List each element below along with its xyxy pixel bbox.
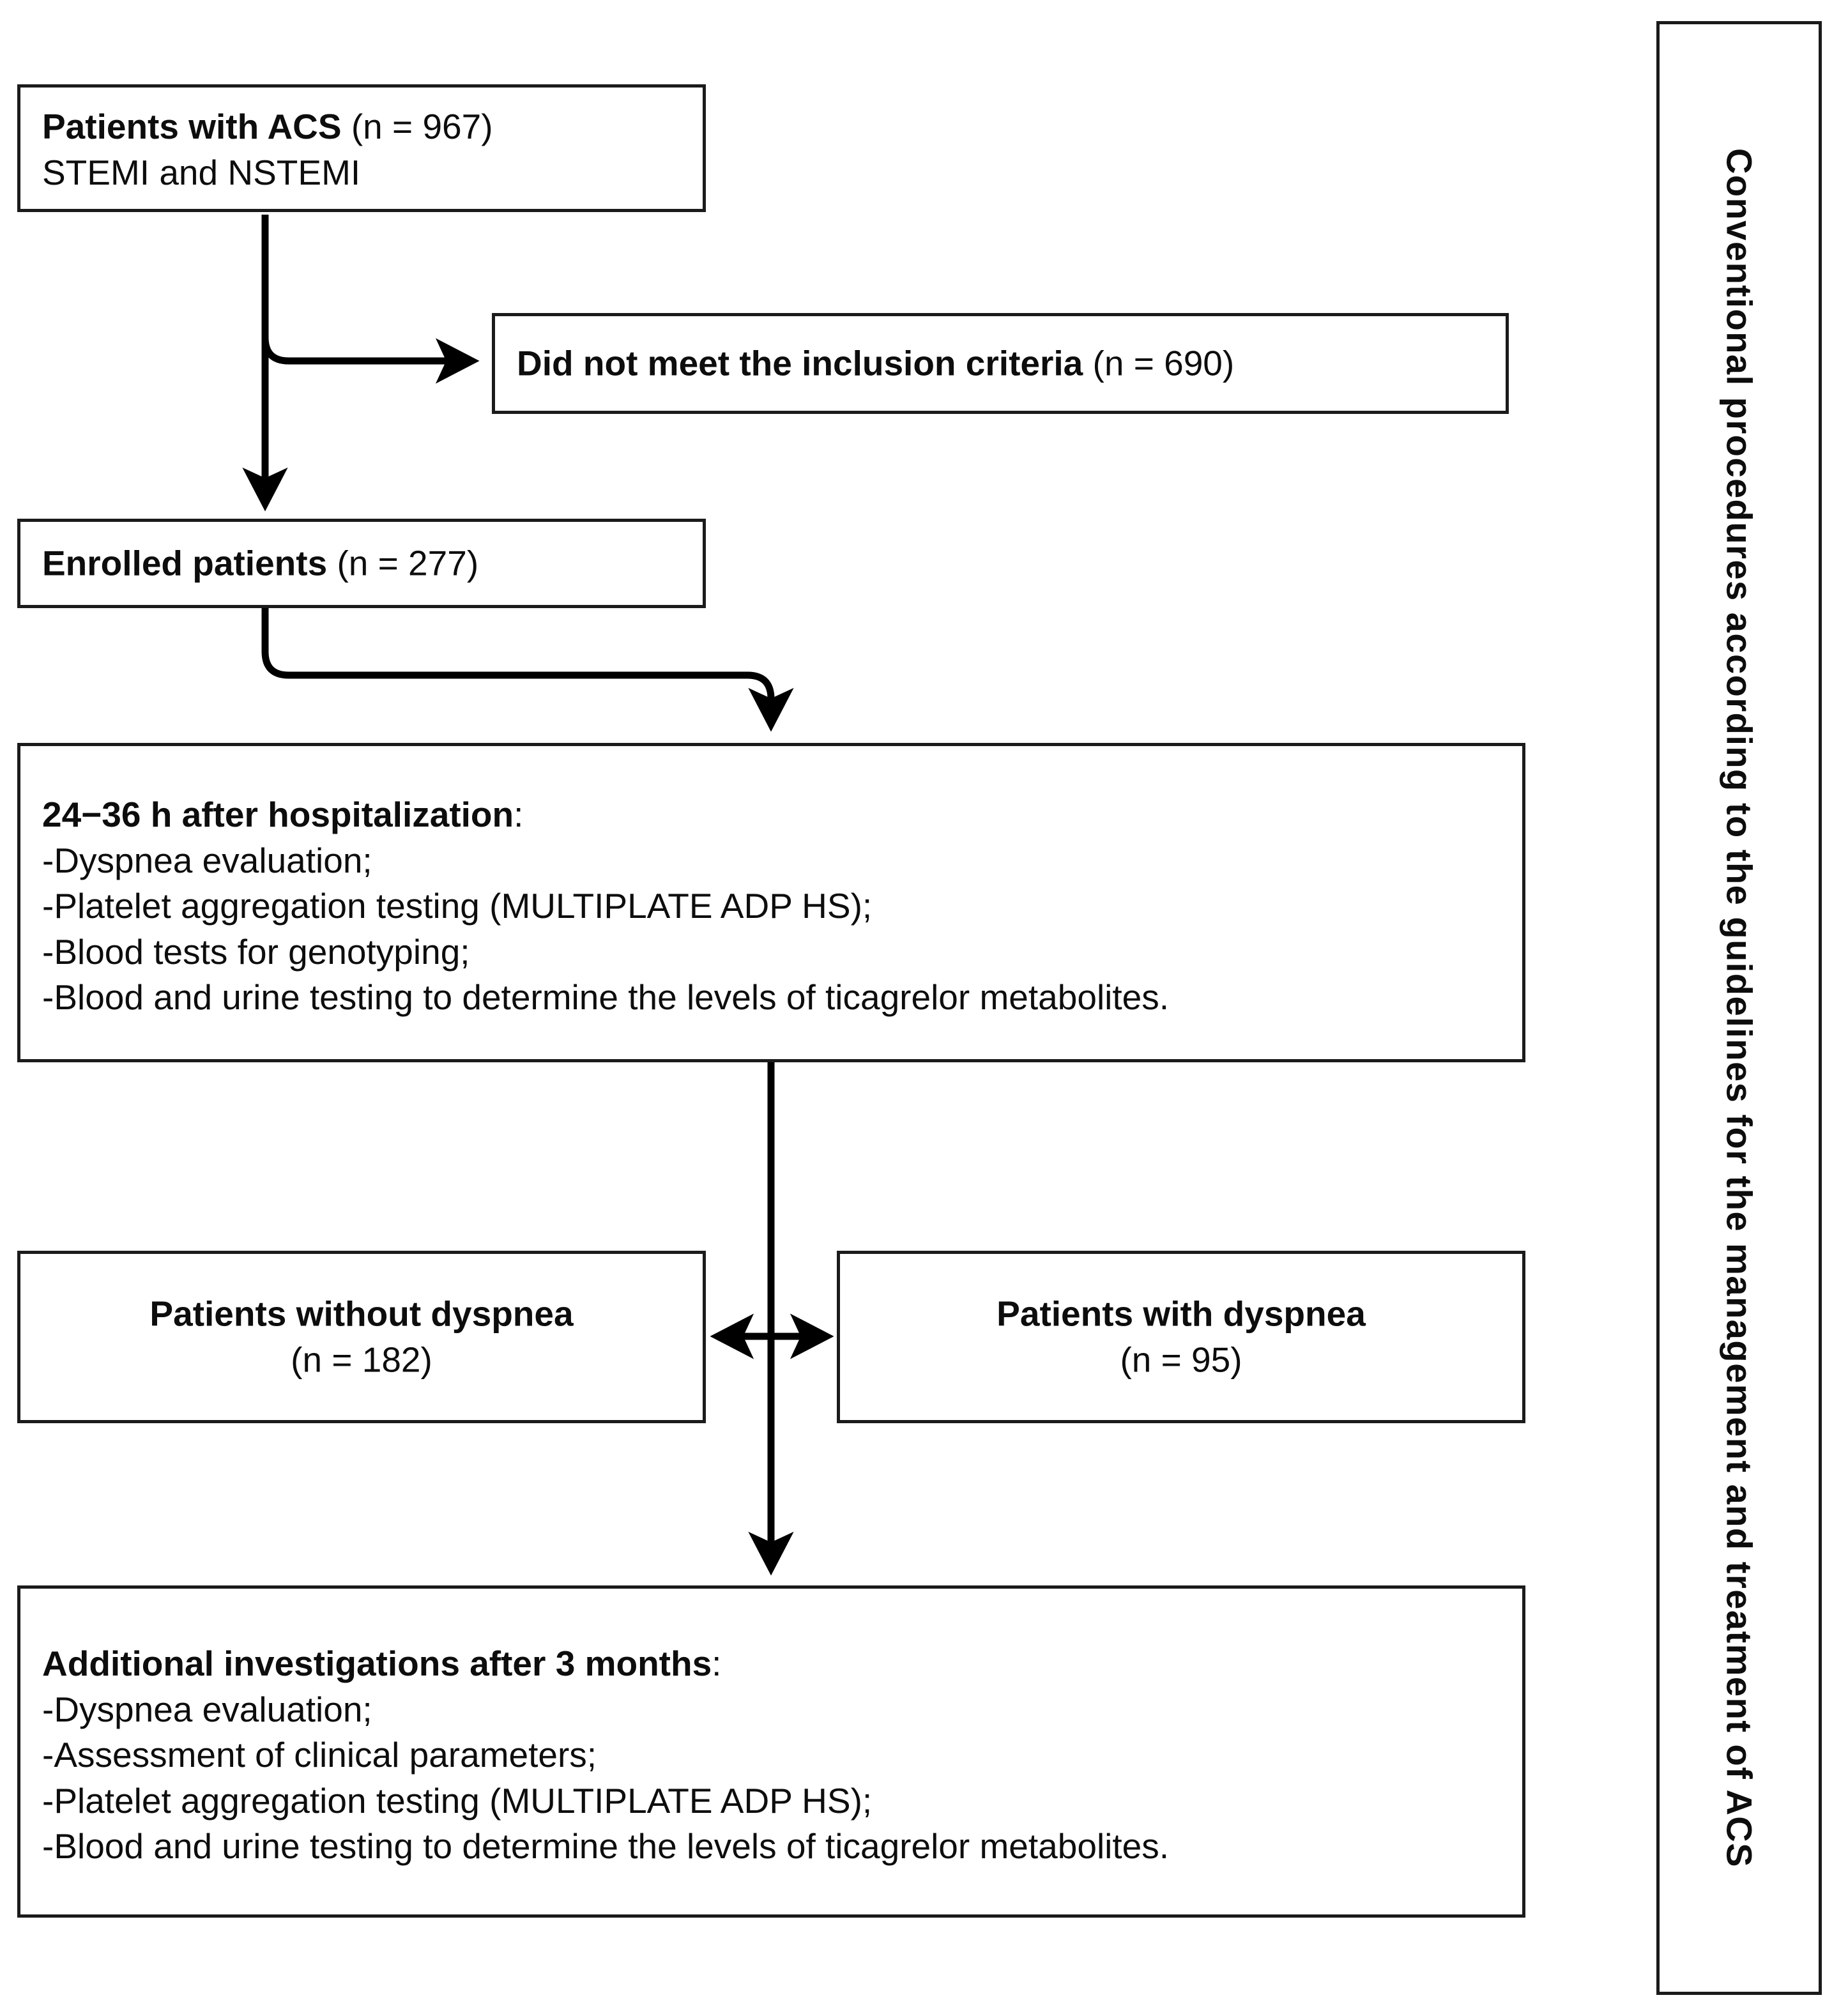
hosp-item: -Blood and urine testing to determine th… — [42, 977, 1170, 1017]
hosp-heading: 24−36 h after hospitalization: — [42, 795, 524, 834]
excluded-line-1: Did not meet the inclusion criteria (n =… — [517, 343, 1235, 383]
edge-acs-to-excluded — [261, 215, 480, 384]
conventional-procedures-label: Conventional procedures according to the… — [1719, 148, 1759, 1868]
with-dyspnea-line-2: (n = 95) — [1120, 1340, 1242, 1379]
acs-line-2: STEMI and NSTEMI — [42, 152, 361, 192]
without-dyspnea-line-1: Patients without dyspnea — [149, 1294, 574, 1334]
node-patients-without-dyspnea: Patients without dyspnea (n = 182) — [17, 1251, 706, 1423]
node-assessments-24-36h: 24−36 h after hospitalization: -Dyspnea … — [17, 743, 1525, 1062]
enrolled-line-1: Enrolled patients (n = 277) — [42, 543, 479, 583]
followup-item: -Assessment of clinical parameters; — [42, 1735, 597, 1775]
node-enrolled-patients: Enrolled patients (n = 277) — [17, 519, 706, 608]
followup-heading: Additional investigations after 3 months… — [42, 1644, 722, 1683]
node-additional-investigations: Additional investigations after 3 months… — [17, 1585, 1525, 1918]
with-dyspnea-line-1: Patients with dyspnea — [997, 1294, 1366, 1334]
hosp-item: -Blood tests for genotyping; — [42, 931, 470, 972]
followup-item: -Platelet aggregation testing (MULTIPLAT… — [42, 1780, 873, 1821]
node-patients-with-acs: Patients with ACS (n = 967) STEMI and NS… — [17, 84, 706, 212]
followup-item: -Blood and urine testing to determine th… — [42, 1826, 1170, 1866]
node-conventional-procedures-note: Conventional procedures according to the… — [1656, 21, 1822, 1995]
edge-enrolled-to-hosp — [261, 607, 794, 732]
without-dyspnea-line-2: (n = 182) — [291, 1340, 432, 1379]
node-did-not-meet-inclusion-criteria: Did not meet the inclusion criteria (n =… — [492, 313, 1509, 414]
node-patients-with-dyspnea: Patients with dyspnea (n = 95) — [837, 1251, 1525, 1423]
hosp-item: -Dyspnea evaluation; — [42, 840, 372, 880]
hosp-item: -Platelet aggregation testing (MULTIPLAT… — [42, 886, 873, 926]
acs-line-1: Patients with ACS (n = 967) — [42, 107, 493, 146]
followup-item: -Dyspnea evaluation; — [42, 1689, 372, 1729]
